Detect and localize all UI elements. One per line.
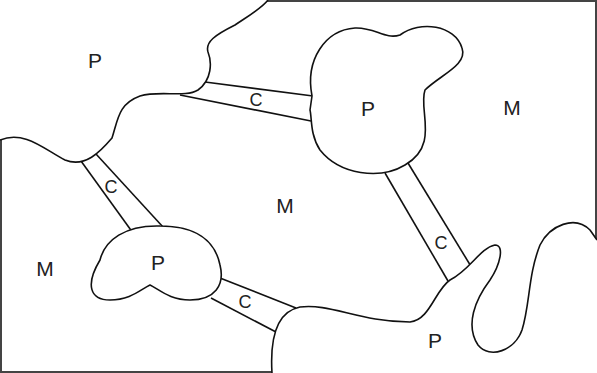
particle-blob: P	[300, 20, 470, 185]
shape-outline	[383, 160, 475, 284]
shape-outline	[78, 150, 166, 236]
outline-path	[0, 0, 268, 162]
particle-region: P	[268, 210, 597, 373]
band-letter: C	[435, 234, 448, 252]
particle-blob: P	[85, 222, 227, 304]
outline-path	[408, 163, 472, 268]
outline-path	[385, 163, 472, 281]
shape-outline	[300, 20, 470, 185]
outline-path	[0, 0, 268, 162]
outline-path	[81, 161, 133, 233]
outline-path	[81, 154, 163, 233]
region-letter: P	[151, 252, 165, 273]
matrix-letter: M	[36, 258, 54, 279]
outline-path	[310, 26, 463, 173]
bridge-band: C	[383, 160, 475, 284]
matrix-letter: M	[503, 97, 521, 118]
particle-region: P	[0, 0, 270, 170]
band-letter: C	[105, 178, 118, 196]
bridge-band: C	[78, 150, 166, 236]
band-letter: C	[250, 91, 263, 109]
outline-path	[180, 95, 311, 121]
outline-path	[220, 278, 296, 308]
outline-path	[91, 226, 221, 300]
band-letter: C	[239, 293, 252, 311]
outline-path	[91, 226, 221, 300]
outline-path	[385, 173, 448, 281]
outline-path	[272, 223, 597, 373]
outline-path	[272, 223, 597, 373]
outline-path	[96, 154, 163, 227]
matrix-letter: M	[276, 195, 294, 216]
outline-path	[310, 26, 463, 173]
region-letter: P	[88, 50, 102, 71]
outline-path	[180, 82, 313, 121]
region-letter: P	[428, 330, 442, 351]
region-letter: P	[361, 98, 375, 119]
shape-outline	[0, 0, 270, 170]
